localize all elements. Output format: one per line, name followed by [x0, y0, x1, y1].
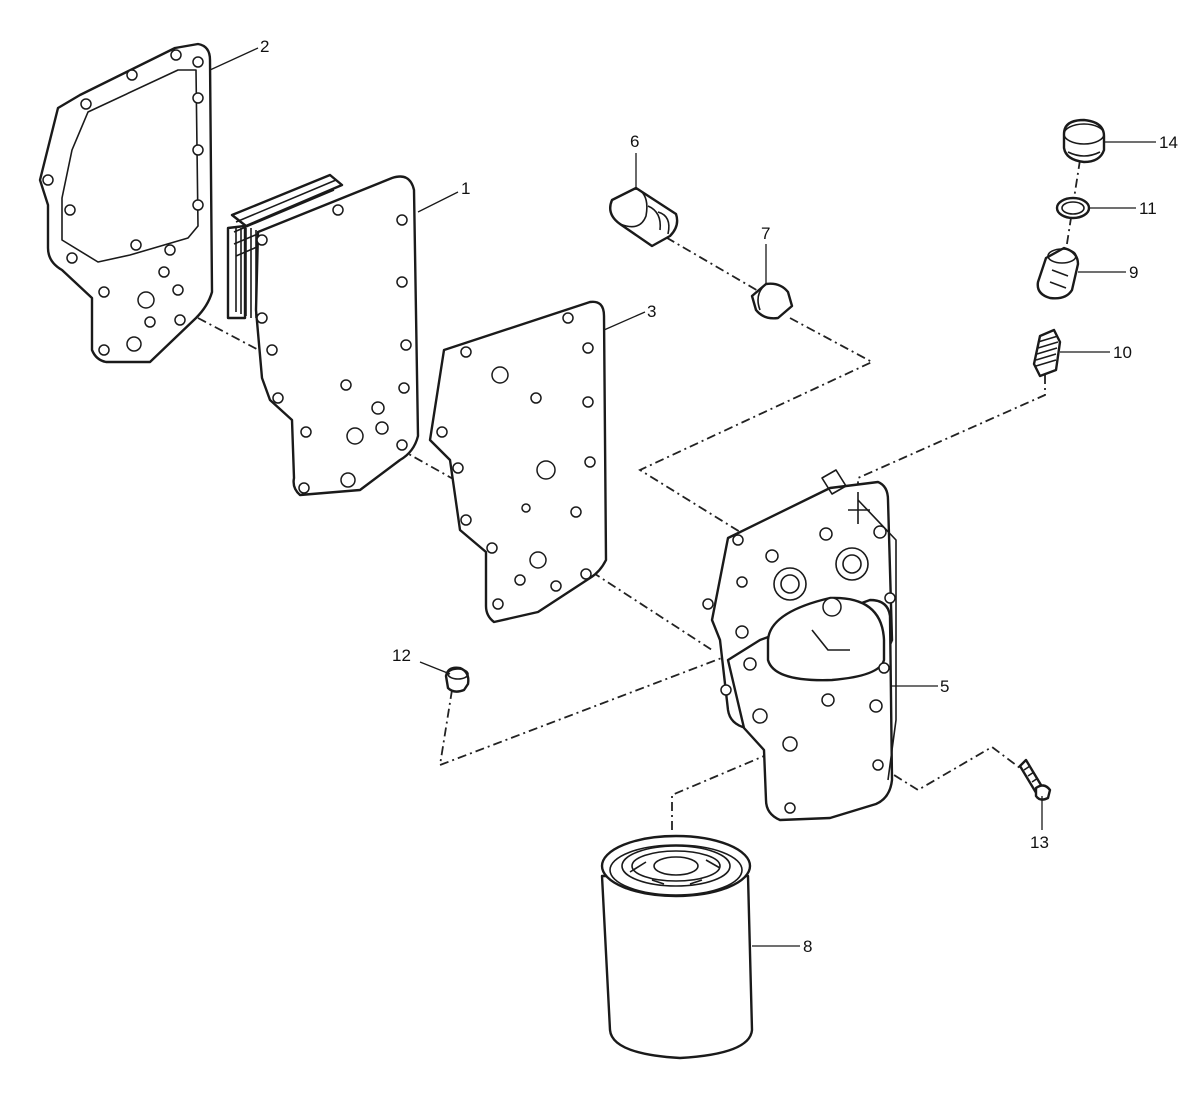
- cooler-fins: [226, 173, 344, 320]
- part-1-cooler-core: [226, 173, 420, 497]
- filter-head-valve-stem: [848, 492, 870, 524]
- callout-7: 7: [761, 224, 770, 243]
- assembly-line-6-7: [649, 227, 761, 293]
- filter-head-fitting: [821, 469, 847, 495]
- filter-head-bolt-holes: [702, 525, 896, 814]
- gasket-outline: [38, 42, 214, 364]
- assembly-line-7-5: [638, 317, 875, 536]
- assembly-line-10-5: [857, 375, 1046, 515]
- callout-3: 3: [647, 302, 656, 321]
- part-10-spring: [1032, 328, 1062, 378]
- gasket-holes: [42, 49, 204, 356]
- assembly-line-1-3: [397, 447, 456, 481]
- boss-slot: [811, 629, 850, 651]
- assembly-line-13-5: [877, 745, 1021, 792]
- filter-head-port-2: [835, 547, 869, 581]
- leader-2: [209, 47, 259, 71]
- part-5-filter-head: [702, 469, 897, 822]
- filter-canister: [600, 874, 754, 1060]
- filter-top-rim: [609, 844, 743, 896]
- filter-gasket-inner: [631, 850, 721, 882]
- filter-thread: [653, 856, 699, 876]
- assembly-line-8-5: [671, 744, 791, 830]
- leader-12: [419, 661, 451, 675]
- callout-14: 14: [1159, 133, 1178, 152]
- leader-lines: [209, 47, 1156, 947]
- filter-head-port-1: [773, 567, 807, 601]
- plate-holes: [436, 312, 596, 610]
- part-8-oil-filter: [600, 834, 754, 1060]
- part-9-valve: [1036, 246, 1080, 300]
- leader-3: [603, 311, 646, 331]
- part-12-plug: [444, 666, 470, 693]
- callout-2: 2: [260, 37, 269, 56]
- assembly-line-12-5: [438, 647, 749, 767]
- filter-top-detail: [629, 859, 721, 885]
- callout-9: 9: [1129, 263, 1138, 282]
- part-14-cap: [1062, 118, 1106, 164]
- gasket-inner-cutout: [61, 69, 199, 263]
- leader-1: [417, 191, 459, 213]
- filter-head-port-1-inner: [780, 574, 800, 594]
- callout-10: 10: [1113, 343, 1132, 362]
- part-6-plug: [609, 186, 679, 248]
- callout-1: 1: [461, 179, 470, 198]
- callout-11: 11: [1139, 199, 1157, 218]
- cooler-holes: [256, 204, 412, 494]
- plate-outline: [428, 300, 608, 624]
- filter-head-boss: [766, 596, 886, 682]
- part-2-gasket: [38, 42, 214, 364]
- callout-6: 6: [630, 132, 639, 151]
- assembly-line-2-1: [197, 317, 269, 356]
- part-13-bolt: [1018, 758, 1052, 801]
- filter-head-port-2-inner: [842, 554, 862, 574]
- cooler-plate-outline: [254, 175, 420, 497]
- assembly-line-3-5: [591, 571, 713, 651]
- callout-13: 13: [1030, 833, 1049, 852]
- filter-gasket: [621, 845, 731, 887]
- boss-port: [822, 597, 842, 617]
- part-7-bushing: [750, 282, 794, 320]
- part-3-plate: [428, 300, 608, 624]
- filter-head-side-flange: [857, 499, 897, 781]
- callout-8: 8: [803, 937, 812, 956]
- callout-labels: 1 2 3 5 6 7 8 9 10 11 12 13 14: [260, 37, 1178, 956]
- part-11-o-ring: [1055, 196, 1091, 220]
- callout-12: 12: [392, 646, 411, 665]
- callout-5: 5: [940, 677, 949, 696]
